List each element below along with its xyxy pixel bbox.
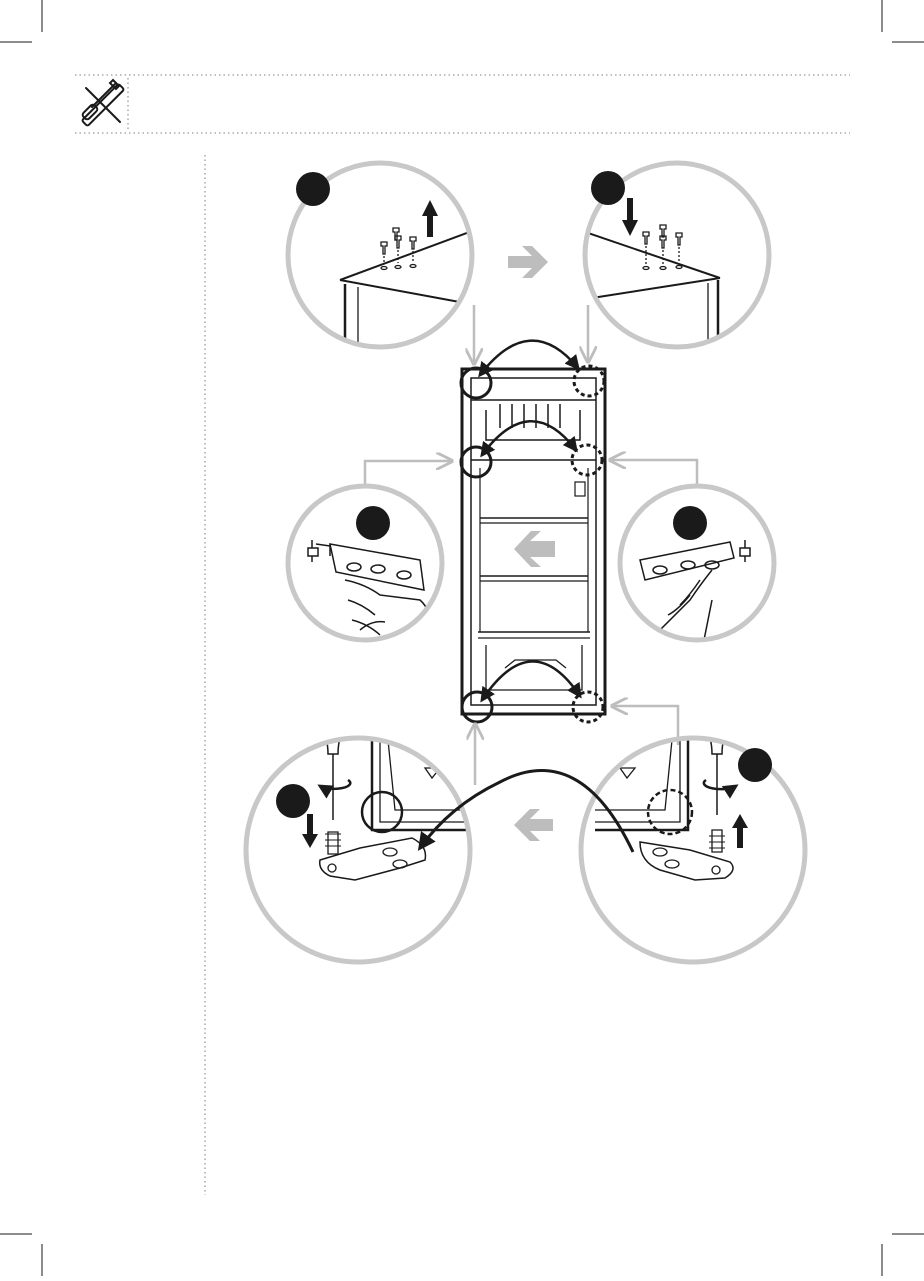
- insert-down-arrow: [622, 198, 638, 236]
- lift-up-arrow: [422, 200, 438, 237]
- flow-arrow-top: [508, 246, 548, 278]
- detail-remove-top-screws: [288, 163, 475, 360]
- push-up-arrow: [732, 814, 748, 848]
- detail-remove-bottom-hinge: [246, 720, 470, 962]
- detail-insert-top-screws: [585, 163, 769, 360]
- move-left-arrow: [514, 531, 555, 567]
- step-marker-3: [356, 506, 390, 540]
- detail-fit-middle-hinge: [620, 486, 774, 670]
- step-marker-4: [673, 506, 707, 540]
- tools-icon: [82, 80, 125, 126]
- header-band: [75, 75, 850, 133]
- hinge-bottom-left: [462, 692, 492, 722]
- step-marker-2: [591, 171, 625, 205]
- pull-down-arrow: [302, 814, 318, 848]
- hinge-bottom-right: [573, 692, 603, 722]
- step-marker-6: [738, 748, 772, 782]
- detail-remove-middle-hinge: [288, 486, 442, 650]
- hinge-top-left: [461, 368, 491, 398]
- step-marker-1: [296, 172, 330, 206]
- step-marker-5: [276, 784, 310, 818]
- detail-fit-bottom-hinge: [581, 720, 805, 962]
- transfer-arcs: [480, 341, 580, 700]
- hinge-mid-left: [461, 447, 491, 477]
- flow-arrow-bottom: [514, 809, 553, 841]
